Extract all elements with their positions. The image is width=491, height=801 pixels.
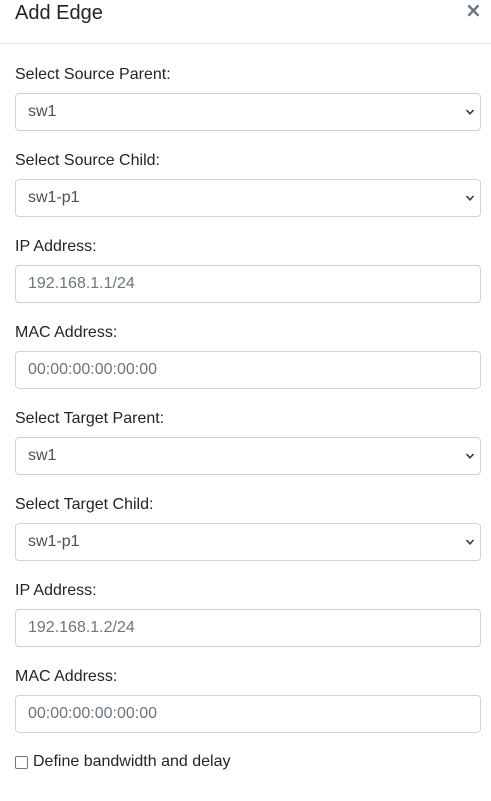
target-ip-input[interactable]: 192.168.1.2/24 <box>15 609 481 647</box>
chevron-down-icon <box>465 195 475 201</box>
source-child-value: sw1-p1 <box>28 189 80 206</box>
modal-header: Add Edge × <box>0 0 491 44</box>
modal-title: Add Edge <box>15 2 103 24</box>
target-mac-label: MAC Address: <box>15 668 118 685</box>
bandwidth-delay-label[interactable]: Define bandwidth and delay <box>33 753 231 770</box>
bandwidth-delay-checkbox[interactable] <box>15 755 28 769</box>
source-mac-placeholder: 00:00:00:00:00:00 <box>28 361 158 378</box>
source-ip-input[interactable]: 192.168.1.1/24 <box>15 265 481 303</box>
target-child-value: sw1-p1 <box>28 533 80 550</box>
source-mac-label: MAC Address: <box>15 324 118 341</box>
target-child-label: Select Target Child: <box>15 496 154 513</box>
chevron-down-icon <box>465 109 475 115</box>
target-child-select[interactable]: sw1-p1 <box>15 523 481 561</box>
chevron-down-icon <box>465 453 475 459</box>
source-ip-placeholder: 192.168.1.1/24 <box>28 275 135 292</box>
target-parent-select[interactable]: sw1 <box>15 437 481 475</box>
source-parent-label: Select Source Parent: <box>15 66 171 83</box>
close-icon[interactable]: × <box>465 0 482 22</box>
source-child-label: Select Source Child: <box>15 152 160 169</box>
target-parent-value: sw1 <box>28 447 57 464</box>
bandwidth-delay-option: Define bandwidth and delay <box>15 752 230 772</box>
chevron-down-icon <box>465 539 475 545</box>
target-ip-placeholder: 192.168.1.2/24 <box>28 619 135 636</box>
target-parent-label: Select Target Parent: <box>15 410 165 427</box>
target-mac-input[interactable]: 00:00:00:00:00:00 <box>15 695 481 733</box>
target-mac-placeholder: 00:00:00:00:00:00 <box>28 705 158 722</box>
target-ip-label: IP Address: <box>15 582 97 599</box>
source-parent-value: sw1 <box>28 103 57 120</box>
source-parent-select[interactable]: sw1 <box>15 93 481 131</box>
source-ip-label: IP Address: <box>15 238 97 255</box>
source-child-select[interactable]: sw1-p1 <box>15 179 481 217</box>
source-mac-input[interactable]: 00:00:00:00:00:00 <box>15 351 481 389</box>
